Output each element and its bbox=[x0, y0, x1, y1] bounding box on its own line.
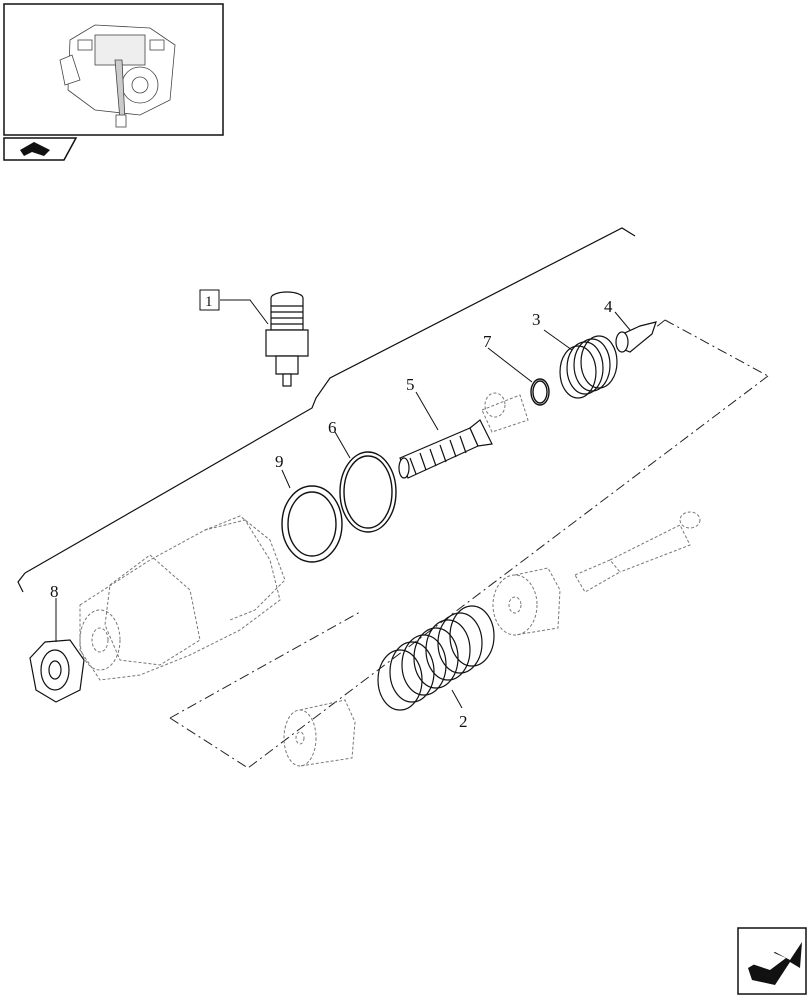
part-2-large-spring bbox=[377, 605, 495, 711]
callout-8: 8 bbox=[50, 582, 59, 601]
part-7-small-o-ring bbox=[530, 378, 550, 406]
next-page-icon bbox=[748, 942, 802, 985]
callout-1-box bbox=[199, 289, 220, 311]
part-8-nut bbox=[29, 639, 85, 703]
part-4-cone-plug bbox=[615, 321, 657, 353]
part-5-threaded-pin bbox=[398, 419, 493, 479]
part-9-backup-ring bbox=[281, 485, 343, 563]
body-break-line bbox=[17, 227, 636, 593]
callout-9: 9 bbox=[275, 452, 284, 471]
callout-7: 7 bbox=[483, 332, 492, 351]
lower-parts-ghost bbox=[283, 392, 701, 767]
pump-assembly-thumbnail bbox=[59, 24, 176, 128]
callout-5: 5 bbox=[406, 375, 415, 394]
thumbnail-panel bbox=[3, 3, 224, 136]
previous-page-button[interactable] bbox=[3, 137, 78, 161]
part-1-pressure-switch bbox=[265, 291, 309, 387]
leader-lines bbox=[55, 299, 631, 709]
cartridge-body-ghost bbox=[79, 515, 286, 681]
callout-2: 2 bbox=[459, 712, 468, 731]
callout-4: 4 bbox=[604, 297, 613, 316]
part-6-o-ring bbox=[339, 451, 397, 533]
callout-1: 1 bbox=[205, 294, 213, 310]
callout-3: 3 bbox=[532, 310, 541, 329]
callout-6: 6 bbox=[328, 418, 337, 437]
next-page-button[interactable] bbox=[737, 927, 807, 995]
previous-page-icon bbox=[20, 142, 50, 156]
part-3-small-spring bbox=[559, 335, 618, 399]
